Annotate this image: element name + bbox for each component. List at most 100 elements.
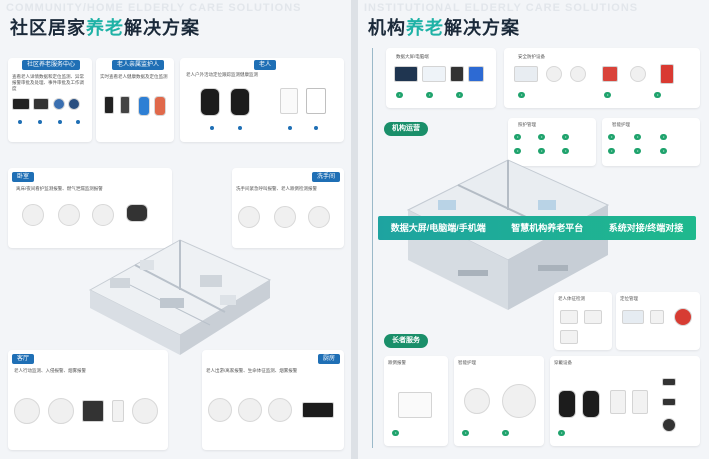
bedroom-card: 卧室 离床/夜间看护监测报警、燃气泄漏监测报警 xyxy=(8,168,172,248)
phone-icon xyxy=(468,66,484,82)
smart-care-devices-label: 智能护理 xyxy=(458,360,476,365)
chip: • xyxy=(538,134,546,140)
left-ghost-text: COMMUNITY/HOME ELDERLY CARE SOLUTIONS xyxy=(6,2,302,14)
fall-sensor-icon xyxy=(238,206,260,228)
user-icon xyxy=(53,98,65,110)
status-dot xyxy=(38,120,42,124)
banner-right-text: 系统对接/终端对接 xyxy=(608,223,684,233)
chip: • xyxy=(654,92,662,98)
smart-care-label: 智能护理 xyxy=(612,122,630,127)
watch-icon xyxy=(200,88,220,116)
chip: • xyxy=(558,430,566,436)
wearable-card: 穿戴设备 • xyxy=(550,356,700,446)
status-dot xyxy=(210,126,214,130)
big-screen-icon xyxy=(394,66,418,82)
chip: • xyxy=(660,148,668,154)
elder-guardian-card: 老人亲属监护人 实时查看老人健康数据及定位监测 xyxy=(96,58,174,142)
data-screen-card: 数据大屏/电脑端 • • • xyxy=(386,48,496,108)
fire-alarm-icon xyxy=(602,66,618,82)
thermometer-icon xyxy=(584,310,602,324)
fall-alarm-card: 跌倒报警 • xyxy=(384,356,448,446)
mat-sensor-icon xyxy=(502,384,536,418)
fall-alarm-label: 跌倒报警 xyxy=(388,360,406,365)
care-mgmt-label: 照护管理 xyxy=(518,122,536,127)
monitor-icon xyxy=(12,98,30,110)
sensor-icon xyxy=(268,398,292,422)
operation-pill: 机构运营 xyxy=(384,122,428,136)
status-dot xyxy=(314,126,318,130)
smoke-detector-icon xyxy=(14,398,40,424)
phone-icon xyxy=(104,96,114,114)
right-title: 机构养老解决方案 xyxy=(368,14,520,40)
watch-icon xyxy=(558,390,576,418)
status-dot xyxy=(18,120,22,124)
right-title-tail: 解决方案 xyxy=(444,18,520,38)
camera-icon xyxy=(546,66,562,82)
watch-icon xyxy=(582,390,600,418)
left-title-tail: 解决方案 xyxy=(124,18,200,38)
chip: • xyxy=(562,134,570,140)
vital-signs-card: 老人体征检测 xyxy=(554,292,612,350)
status-dot xyxy=(58,120,62,124)
chip: • xyxy=(562,148,570,154)
elder-card: 老人 老人户外活动定位跟踪监测健康监测 xyxy=(180,58,344,142)
chip: • xyxy=(514,148,522,154)
living-room-note: 老人行动监测、入侵报警、烟雾报警 xyxy=(14,368,86,373)
tracker-icon xyxy=(632,390,648,414)
right-title-main: 机构 xyxy=(368,18,406,38)
right-ghost-text: INSTITUTIONAL ELDERLY CARE SOLUTIONS xyxy=(364,2,639,14)
bedroom-tag: 卧室 xyxy=(12,172,35,182)
bathroom-note: 洗手间紧急呼叫报警、老人跌倒检测报警 xyxy=(236,186,317,191)
platform-banner: 数据大屏/电脑端/手机端 智慧机构养老平台 系统对接/终端对接 xyxy=(378,216,696,240)
bp-monitor-icon xyxy=(560,310,578,324)
living-room-card: 客厅 老人行动监测、入侵报警、烟雾报警 xyxy=(8,350,168,450)
sensor-icon xyxy=(58,204,80,226)
laptop-icon xyxy=(33,98,49,110)
tracker-icon xyxy=(610,390,626,414)
display-clock-icon xyxy=(302,402,334,418)
sensor-icon xyxy=(22,204,44,226)
door-sensor-icon xyxy=(112,400,124,422)
gas-detector-icon xyxy=(126,204,148,222)
status-dot xyxy=(238,126,242,130)
elder-note: 老人户外活动定位跟踪监测健康监测 xyxy=(186,72,258,77)
location-card: 定位管理 xyxy=(616,292,700,350)
banner-center-text: 智慧机构养老平台 xyxy=(511,223,584,233)
status-dot xyxy=(76,120,80,124)
elder-tag: 老人 xyxy=(254,60,277,70)
man-icon xyxy=(138,96,150,116)
chip: • xyxy=(396,92,404,98)
pendant-icon xyxy=(662,418,676,432)
motion-sensor-icon xyxy=(132,398,158,424)
sos-button-icon xyxy=(674,308,692,326)
smoke-detector-icon xyxy=(48,398,74,424)
chip: • xyxy=(462,430,470,436)
doctor-icon xyxy=(68,98,80,110)
chip: • xyxy=(502,430,510,436)
chip: • xyxy=(660,134,668,140)
sos-button-icon xyxy=(274,206,296,228)
chip: • xyxy=(538,148,546,154)
wearable-label: 穿戴设备 xyxy=(554,360,572,365)
elder-guardian-note: 实时查看老人健康数据及定位监测 xyxy=(100,74,168,79)
kitchen-card: 厨房 老人出游/离家报警、生命体征监测、烟雾报警 xyxy=(202,350,344,450)
living-room-tag: 客厅 xyxy=(12,354,35,364)
speaker-icon xyxy=(570,66,586,82)
safety-devices-card: 安全防护设备 • • • xyxy=(504,48,700,108)
home-floorplan-illustration xyxy=(88,239,272,355)
sensor-icon xyxy=(92,204,114,226)
pull-cord-icon xyxy=(308,206,330,228)
elder-service-pill: 长者服务 xyxy=(384,334,428,348)
bedroom-note: 离床/夜间看护监测报警、燃气泄漏监测报警 xyxy=(16,186,103,191)
left-title-highlight: 养老 xyxy=(86,18,124,38)
chip: • xyxy=(634,134,642,140)
camera-icon xyxy=(82,400,104,422)
radar-sensor-icon xyxy=(398,392,432,418)
connector-line xyxy=(372,48,373,448)
badge-icon xyxy=(662,398,676,406)
chip: • xyxy=(426,92,434,98)
badge-icon xyxy=(662,378,676,386)
banner-left-text: 数据大屏/电脑端/手机端 xyxy=(390,223,486,233)
status-dot xyxy=(288,126,292,130)
